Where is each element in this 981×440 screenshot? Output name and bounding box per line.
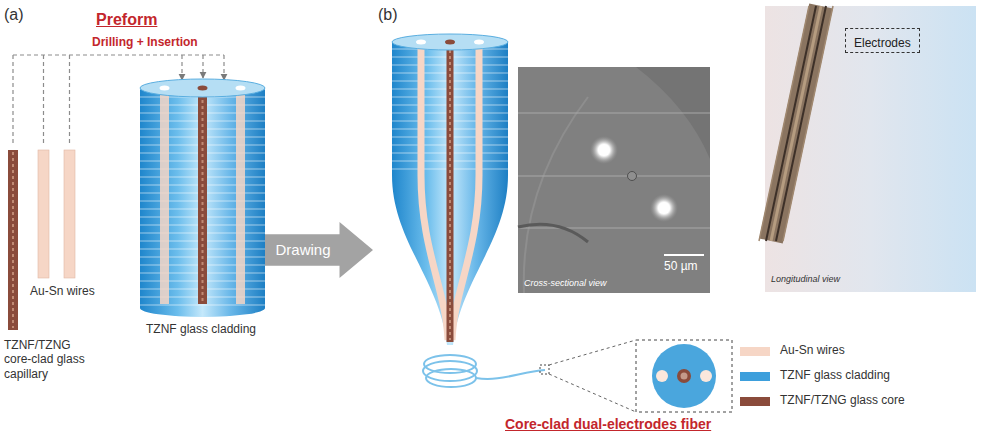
view-caption: Longitudinal view xyxy=(771,274,840,285)
illustration-part xyxy=(658,202,670,214)
illustration-part xyxy=(598,144,610,156)
illustration-part xyxy=(677,369,691,383)
insert-arrow xyxy=(202,55,203,78)
illustration-part xyxy=(452,48,479,340)
panel-letter: (a) xyxy=(4,5,24,24)
step-label: Drilling + Insertion xyxy=(92,35,198,49)
micrograph xyxy=(759,6,976,292)
illustration-part xyxy=(518,112,710,114)
illustration-part xyxy=(765,6,976,292)
illustration-part xyxy=(445,40,455,45)
micrograph-panel: Longitudinal view Electrodes xyxy=(765,6,976,292)
legend-swatch xyxy=(740,347,770,356)
illustration-part xyxy=(652,344,716,408)
illustration-part xyxy=(776,6,826,241)
illustration-part xyxy=(392,34,508,50)
drawn-preform xyxy=(392,34,508,345)
sem-panel: Cross-sectional view 50 µm xyxy=(518,67,710,293)
preform-parts xyxy=(8,150,75,330)
illustration-part xyxy=(476,370,545,379)
capillary-core xyxy=(12,152,14,328)
legend-label: TZNF glass cladding xyxy=(780,368,890,382)
illustration-part xyxy=(700,370,712,382)
illustration-part xyxy=(771,6,821,241)
capillary-rod xyxy=(8,150,18,330)
legend-label: TZNF/TZNG glass core xyxy=(780,393,905,407)
legend-swatch xyxy=(740,397,770,406)
sem-image xyxy=(518,67,710,293)
illustration-part xyxy=(590,136,618,164)
section-title: Preform xyxy=(96,10,157,29)
wire-rod xyxy=(38,150,49,278)
illustration-part xyxy=(650,194,678,222)
legend-row: Au-Sn wires xyxy=(740,343,976,359)
illustration-part xyxy=(518,227,710,229)
scale-bar xyxy=(664,254,704,256)
illustration-part xyxy=(140,88,265,308)
zoom-inset xyxy=(540,340,732,412)
illustration-part xyxy=(236,86,246,91)
illustration-part xyxy=(160,92,169,304)
insert-arrow xyxy=(181,55,182,80)
illustration-part xyxy=(160,86,170,91)
illustration-part xyxy=(236,92,245,304)
illustration-part xyxy=(524,97,588,293)
section-title: Core-clad dual-electrodes fiber xyxy=(505,416,711,433)
illustration-part xyxy=(518,67,710,293)
illustration-part xyxy=(771,6,821,241)
illustration-part xyxy=(198,92,207,304)
illustration-part xyxy=(392,42,508,345)
illustration-part xyxy=(474,40,484,45)
callout-label: Electrodes xyxy=(854,36,911,50)
legend-row: TZNF/TZNG glass core xyxy=(740,393,976,409)
illustration-part xyxy=(198,86,208,91)
illustration-part xyxy=(140,79,265,97)
illustration-part xyxy=(518,224,588,242)
scale-label: 50 µm xyxy=(664,259,698,273)
illustration-part xyxy=(449,50,451,340)
callout-box: Electrodes xyxy=(845,28,920,53)
part-label: Au-Sn wires xyxy=(30,284,95,298)
fiber-coil xyxy=(423,355,545,387)
illustration-part xyxy=(140,88,265,308)
illustration-part xyxy=(681,373,688,380)
illustration-part xyxy=(628,172,637,181)
illustration-part xyxy=(636,340,732,412)
illustration-part xyxy=(202,94,204,302)
illustration-part xyxy=(421,48,448,340)
wire-rod xyxy=(64,150,75,278)
illustration-part xyxy=(540,365,549,374)
legend-swatch xyxy=(740,372,770,381)
illustration-part xyxy=(518,175,710,177)
panel-letter: (b) xyxy=(378,5,398,24)
legend-row: TZNF glass cladding xyxy=(740,368,976,384)
illustration-part xyxy=(416,40,426,45)
process-label: Drawing xyxy=(267,222,339,278)
illustration-part xyxy=(426,369,476,387)
illustration-part xyxy=(766,6,816,241)
illustration-part xyxy=(549,374,636,412)
part-label: TZNF/TZNG core-clad glass capillary xyxy=(4,338,100,381)
legend-label: Au-Sn wires xyxy=(780,343,845,357)
arrow-outline xyxy=(265,222,373,278)
part-label: TZNF glass cladding xyxy=(146,322,256,336)
illustration-part xyxy=(656,370,668,382)
illustration-part xyxy=(447,48,454,342)
drawing-arrow: Drawing xyxy=(265,222,373,278)
illustration-part xyxy=(549,340,636,365)
insert-arrow xyxy=(223,55,224,80)
preform-cylinder xyxy=(140,79,265,317)
view-caption: Cross-sectional view xyxy=(524,278,607,289)
